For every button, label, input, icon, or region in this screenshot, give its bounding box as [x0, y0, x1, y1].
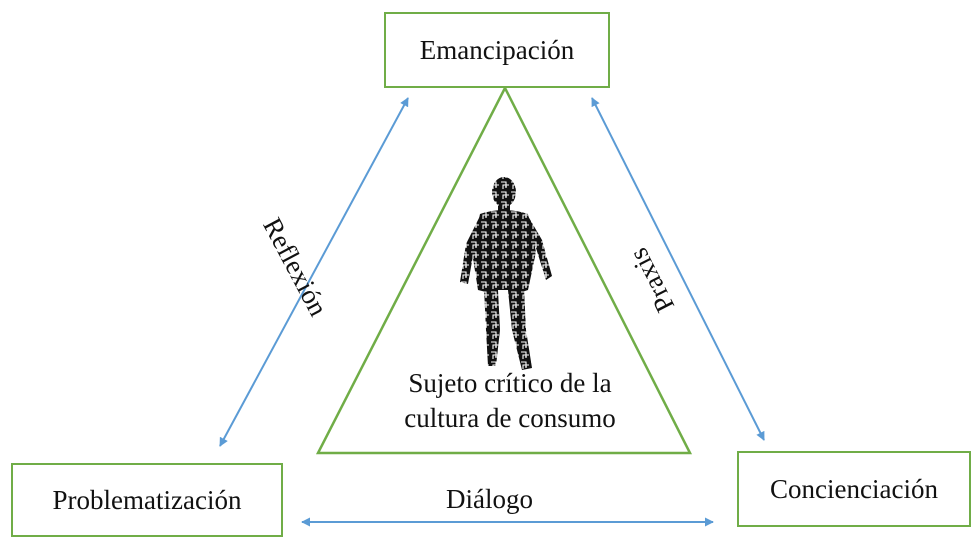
center-caption-line2: cultura de consumo [404, 403, 616, 433]
edge-label-dialogo: Diálogo [446, 484, 533, 514]
praxis-arrow [591, 97, 765, 441]
reflexion-arrow [219, 97, 409, 447]
node-problematizacion-label: Problematización [52, 484, 242, 515]
node-concienciacion: Concienciación [737, 451, 971, 527]
node-emancipacion-label: Emancipación [419, 34, 575, 65]
center-caption-line1: Sujeto crítico de la [408, 368, 612, 398]
node-problematizacion: Problematización [11, 463, 283, 537]
center-caption: Sujeto crítico de la cultura de consumo [360, 366, 660, 436]
node-concienciacion-label: Concienciación [770, 473, 938, 504]
circuit-human-figure-icon [460, 177, 552, 370]
node-emancipacion: Emancipación [384, 12, 610, 88]
